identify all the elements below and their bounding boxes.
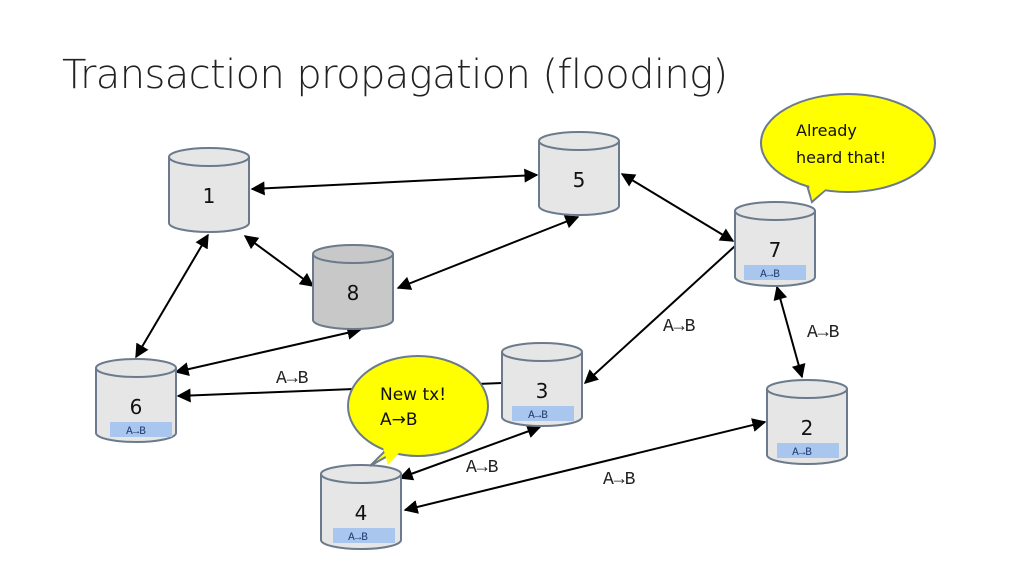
already-heard-callout: Already heard that! xyxy=(760,93,936,204)
new-tx-callout-line1: New tx! xyxy=(380,385,446,405)
node-7-tx-tag: A→B xyxy=(760,269,780,281)
node-2-tx-tag: A→B xyxy=(792,447,812,459)
node-2: 2 A→B xyxy=(766,379,848,465)
edge-8-6 xyxy=(174,325,362,377)
edge-label-4-2: A→B xyxy=(603,470,636,490)
node-7: 7 A→B xyxy=(734,201,816,287)
edge-label-4-3: A→B xyxy=(466,458,499,478)
edge-7-3 xyxy=(583,245,736,384)
edge-5-7 xyxy=(620,173,735,242)
edge-4-2 xyxy=(403,418,767,514)
already-heard-callout-line1: Already xyxy=(796,121,857,140)
node-4-tx-tag-bg xyxy=(333,528,395,543)
edge-label-7-3: A→B xyxy=(663,317,696,337)
node-3-label: 3 xyxy=(536,379,549,403)
node-6-tx-tag: A→B xyxy=(126,426,146,438)
edge-1-8 xyxy=(243,235,315,287)
node-2-tx-tag-bg xyxy=(777,443,839,458)
node-1: 1 xyxy=(168,147,250,233)
slide-title: Transaction propagation (flooding) xyxy=(62,52,728,98)
new-tx-callout: New tx! A→B xyxy=(347,355,489,467)
node-4-label: 4 xyxy=(355,501,368,525)
node-1-label: 1 xyxy=(203,184,216,208)
edge-7-2 xyxy=(773,285,806,379)
node-6-tx-tag-bg xyxy=(110,422,172,437)
node-7-label: 7 xyxy=(769,238,782,262)
edge-8-5 xyxy=(396,215,580,290)
node-3-tx-tag-bg xyxy=(512,406,574,421)
node-6: 6 A→B xyxy=(95,358,177,443)
node-7-tx-tag-bg xyxy=(744,265,806,280)
node-4: 4 A→B xyxy=(320,464,402,550)
edge-1-5 xyxy=(250,168,539,196)
node-6-label: 6 xyxy=(130,395,143,419)
node-3: 3 A→B xyxy=(501,342,583,427)
node-8-label: 8 xyxy=(347,281,360,305)
node-4-tx-tag: A→B xyxy=(348,532,368,544)
new-tx-callout-line2: A→B xyxy=(380,410,418,430)
edge-label-3-6: A→B xyxy=(276,369,309,389)
node-5-label: 5 xyxy=(573,168,586,192)
already-heard-callout-line2: heard that! xyxy=(796,148,886,167)
edge-1-6 xyxy=(135,233,209,359)
edge-label-7-2: A→B xyxy=(807,323,840,343)
node-3-tx-tag: A→B xyxy=(528,410,548,422)
node-8: 8 xyxy=(312,244,394,330)
node-5: 5 xyxy=(538,131,620,216)
node-2-label: 2 xyxy=(801,416,814,440)
